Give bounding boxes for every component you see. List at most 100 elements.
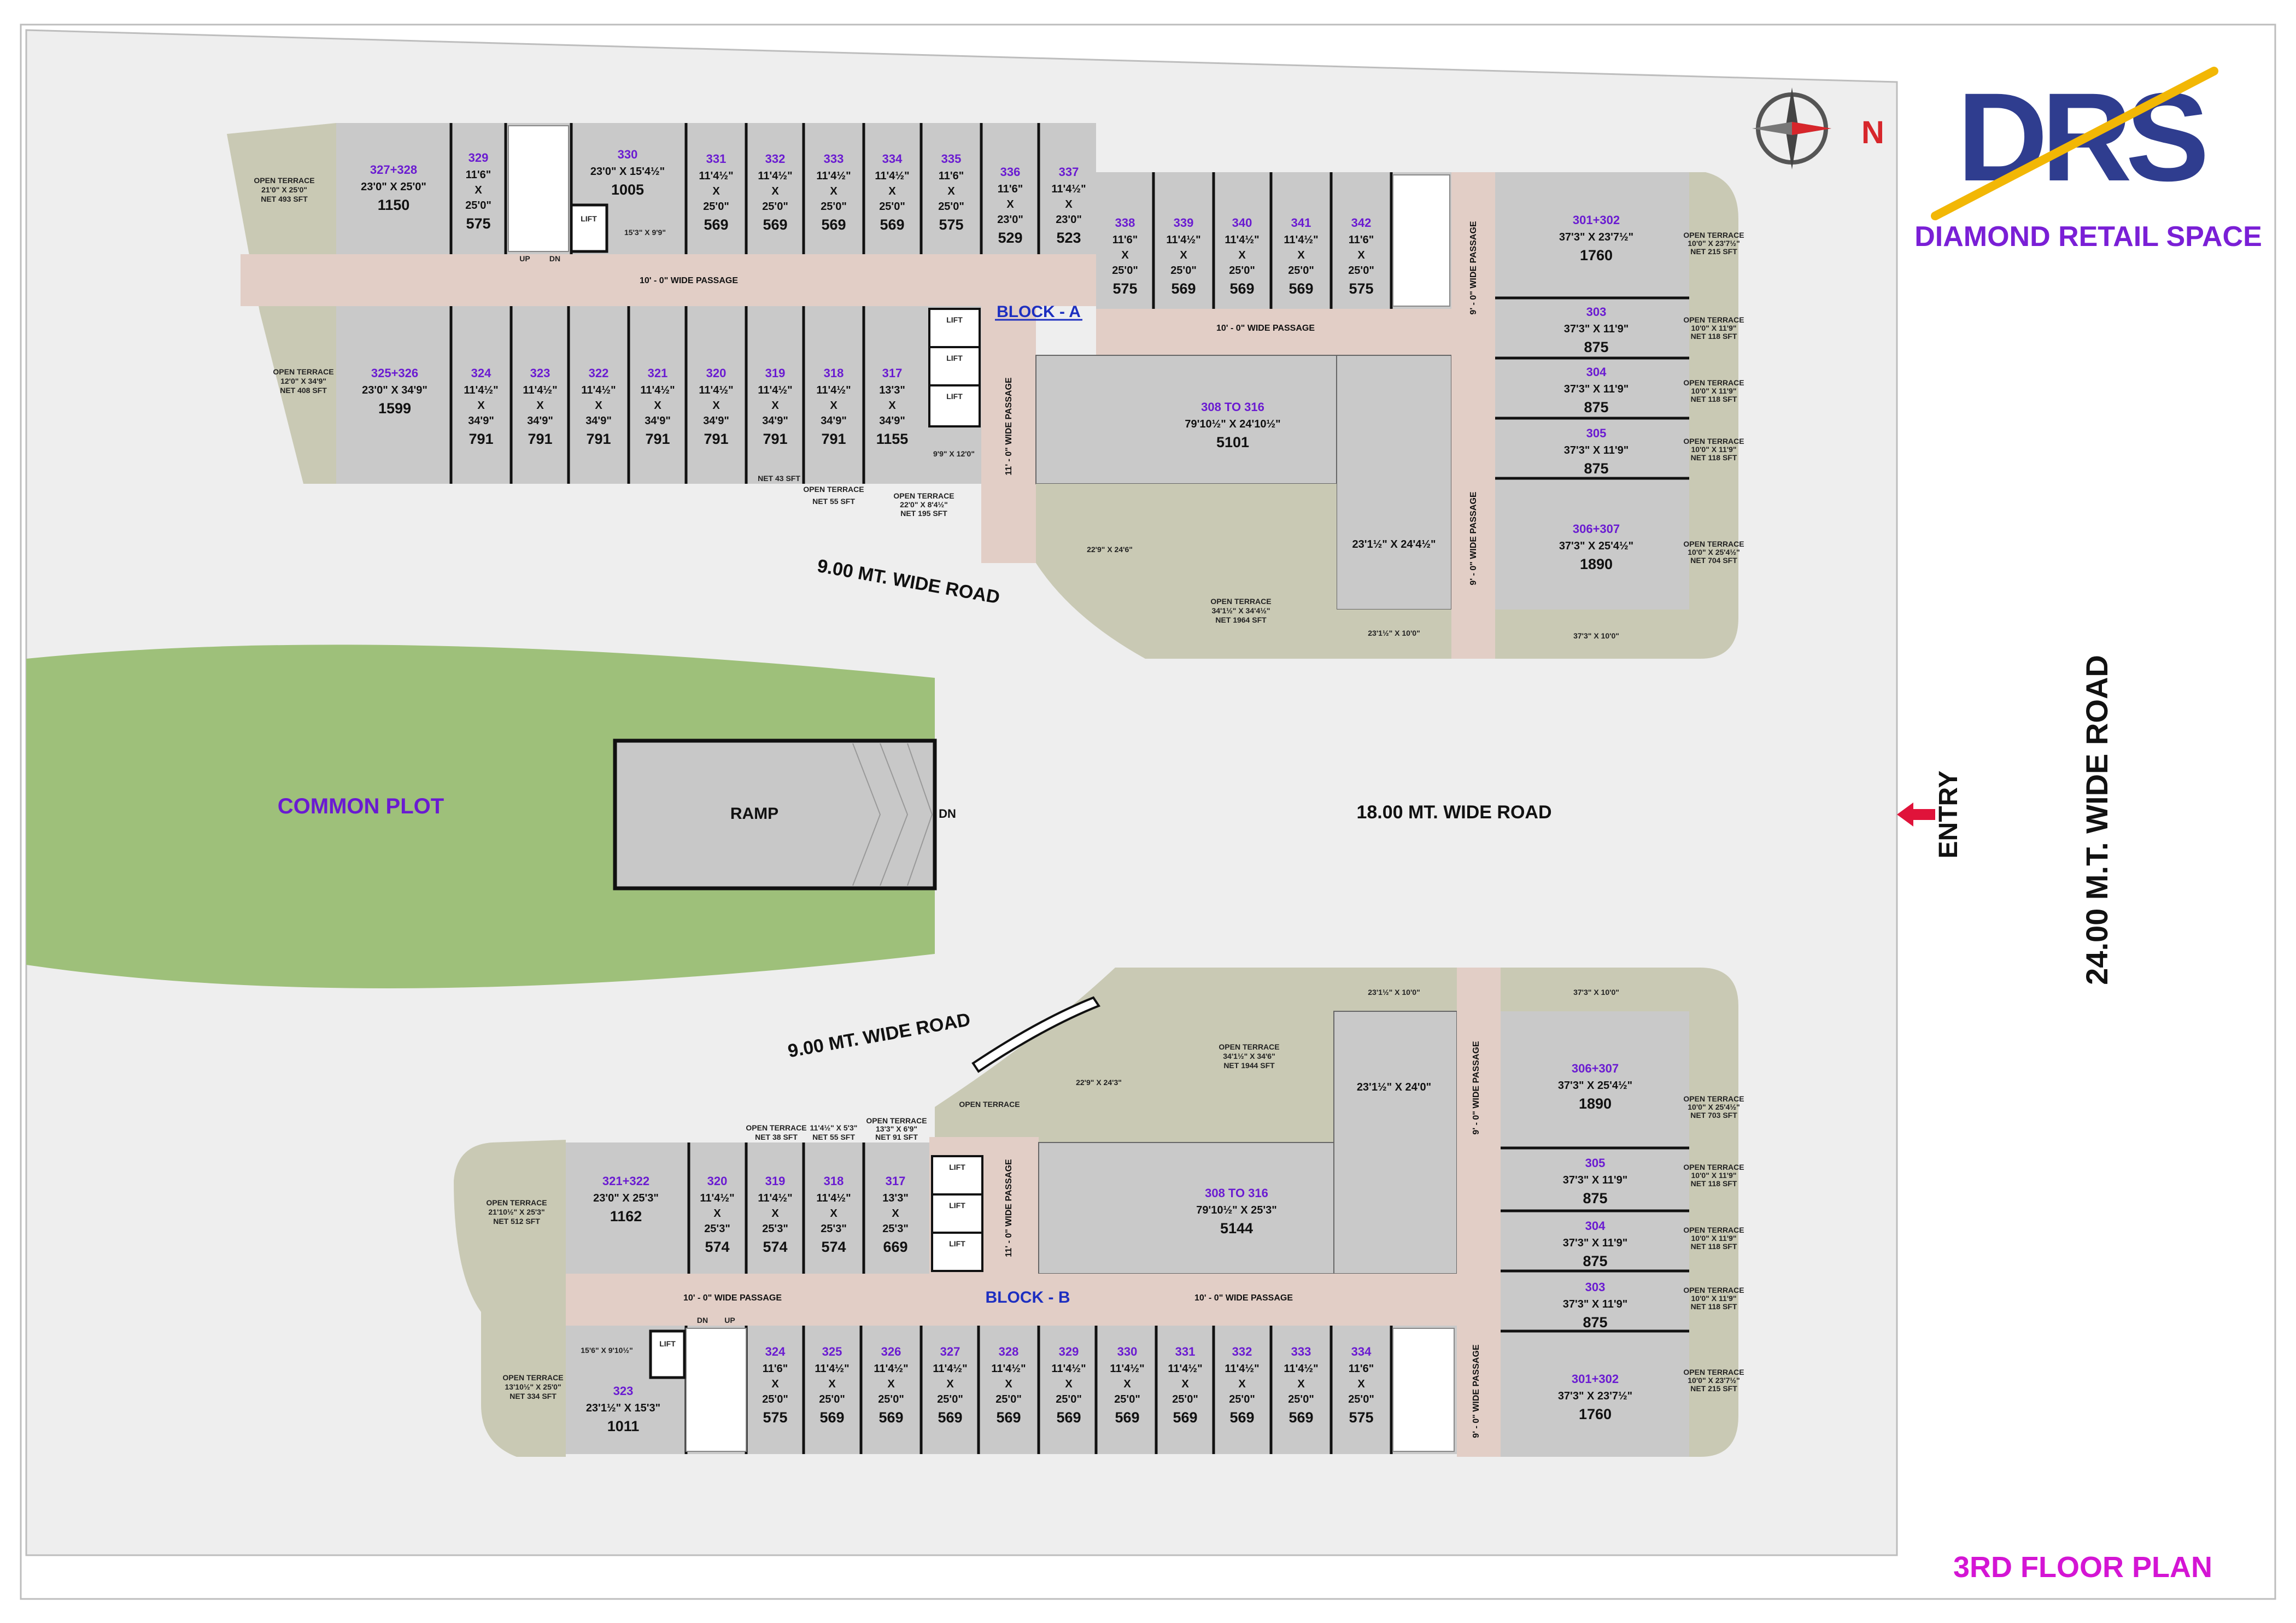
block-a-unit-308-316-number: 308 TO 316 [1201, 400, 1264, 414]
block-b-unit-319-depth: 25'3" [762, 1223, 788, 1235]
block-a-unit-340-width: 11'4½" [1225, 234, 1259, 246]
a-dim-core-bottom: 23'1½" X 10'0" [1368, 629, 1420, 637]
block-b-unit-330-width: 11'4½" [1110, 1363, 1144, 1375]
block-a-right-passage [1451, 172, 1495, 659]
block-b-passage-right-label: 10' - 0" WIDE PASSAGE [1194, 1293, 1293, 1303]
block-b-lift-1: LIFT [949, 1163, 965, 1171]
b-dim-core-top: 23'1½" X 10'0" [1368, 988, 1420, 997]
block-a-unit-330-number: 330 [618, 148, 638, 161]
block-a-unit-340-area: 569 [1229, 280, 1254, 297]
block-a-right-terrace-3-1: 10'0" X 11'9" [1691, 445, 1737, 454]
block-a-unit-304-area: 875 [1584, 399, 1608, 415]
block-a-unit-329-width: 11'6" [466, 169, 491, 181]
block-a-unit-331-x: X [712, 185, 720, 197]
block-a-unit-306+307-size: 37'3" X 25'4½" [1559, 540, 1633, 552]
block-b-unit-331-area: 569 [1173, 1409, 1197, 1426]
block-a-lift-small [570, 203, 608, 253]
block-a-unit-318-depth: 34'9" [821, 415, 847, 427]
block-a-unit-320-x: X [712, 400, 720, 412]
block-a-right-terrace-1-1: 10'0" X 11'9" [1691, 324, 1737, 332]
block-a-unit-336-x: X [1006, 198, 1014, 210]
block-a-unit-321-width: 11'4½" [640, 384, 675, 396]
block-b-unit-319-x: X [771, 1208, 779, 1220]
block-a-unit-319-x: X [771, 400, 779, 412]
block-a-unit-324-width: 11'4½" [464, 384, 498, 396]
block-b-unit-333-depth: 25'0" [1288, 1393, 1314, 1405]
block-a-unit-341-x: X [1297, 249, 1305, 261]
block-b-unit-323-area: 1011 [607, 1418, 640, 1434]
block-b-unit-318-number: 318 [824, 1174, 844, 1188]
block-a-lift-3: LIFT [946, 392, 963, 401]
block-a-unit-342-number: 342 [1351, 216, 1372, 230]
block-b-right-terrace-0-2: NET 703 SFT [1690, 1111, 1737, 1120]
block-a-unit-325+326-number: 325+326 [371, 366, 418, 380]
block-b-open-terrace-label: OPEN TERRACE [959, 1100, 1020, 1109]
a-small-terrace-3c: NET 195 SFT [900, 509, 947, 518]
block-b-unit-332-depth: 25'0" [1229, 1393, 1255, 1405]
block-b-unit-329-x: X [1065, 1378, 1073, 1390]
block-a-unit-323-area: 791 [528, 431, 552, 447]
block-a-unit-327+328-number: 327+328 [370, 163, 417, 177]
block-a-lifts [928, 308, 981, 427]
block-b-unit-318-width: 11'4½" [816, 1192, 851, 1204]
block-b-lift-small-label: LIFT [659, 1339, 676, 1348]
block-b-unit-325-width: 11'4½" [815, 1363, 849, 1375]
block-b-unit-318-area: 574 [821, 1239, 846, 1255]
block-a-unit-336-depth: 23'0" [997, 214, 1023, 226]
block-a-unit-339-x: X [1180, 249, 1187, 261]
block-a-unit-339-number: 339 [1174, 216, 1194, 230]
b-big-terrace-2: 34'1½" X 34'6" [1223, 1052, 1275, 1060]
block-a-unit-338-number: 338 [1115, 216, 1135, 230]
block-b-unit-326-number: 326 [881, 1345, 901, 1358]
a-left-terrace-top-2: 21'0" X 25'0" [261, 185, 307, 194]
block-b-unit-326-x: X [887, 1378, 895, 1390]
block-b-unit-308-316-area: 5144 [1220, 1220, 1253, 1237]
block-a-unit-337-number: 337 [1059, 165, 1079, 179]
block-b-unit-327-depth: 25'0" [937, 1393, 963, 1405]
block-b-unit-329-width: 11'4½" [1051, 1363, 1086, 1375]
a-dim-core: 23'1½" X 24'4½" [1352, 538, 1436, 550]
block-a-unit-305-area: 875 [1584, 460, 1608, 477]
block-a-unit-327+328-size: 23'0" X 25'0" [361, 181, 426, 193]
block-b-unit-334-width: 11'6" [1349, 1363, 1374, 1375]
block-a-vertical-passage [981, 306, 1036, 563]
block-a-right-terrace [1495, 172, 1738, 659]
block-b-unit-333-width: 11'4½" [1284, 1363, 1318, 1375]
block-a-unit-332-width: 11'4½" [758, 170, 792, 182]
block-b-unit-331-x: X [1181, 1378, 1189, 1390]
block-a-unit-321-x: X [654, 400, 661, 412]
b-dim-core: 23'1½" X 24'0" [1357, 1081, 1431, 1093]
block-a-unit-329-area: 575 [466, 215, 490, 232]
block-a-stair-dn: DN [549, 254, 560, 263]
block-a-unit-332-number: 332 [765, 152, 786, 166]
block-a-right-terrace-0-2: NET 215 SFT [1690, 247, 1737, 256]
block-a-unit-342-area: 575 [1349, 280, 1373, 297]
block-a-unit-303-number: 303 [1586, 305, 1607, 319]
block-a-unit-333-width: 11'4½" [816, 170, 851, 182]
block-a-passage-mid-label: 10' - 0" WIDE PASSAGE [1216, 324, 1315, 333]
block-a-unit-324-depth: 34'9" [468, 415, 494, 427]
block-b-stair-up: UP [724, 1316, 735, 1325]
compass-icon [1752, 87, 1831, 169]
block-b-unit-305-number: 305 [1585, 1156, 1606, 1170]
block-b-passage-right-top-label: 9' - 0" WIDE PASSAGE [1472, 1041, 1481, 1134]
block-b-stair-right [1392, 1328, 1455, 1452]
block-a-unit-318-x: X [830, 400, 837, 412]
block-a-top-row [336, 123, 1096, 254]
block-a-unit-329-x: X [475, 184, 482, 196]
block-b-unit-308-316-number: 308 TO 316 [1205, 1186, 1268, 1200]
ramp [613, 739, 937, 890]
block-a-unit-332-area: 569 [763, 216, 787, 233]
b-dim-right-top: 37'3" X 10'0" [1573, 988, 1619, 997]
block-b-dim-lobby: 15'6" X 9'10½" [581, 1346, 632, 1355]
block-a-unit-333-number: 333 [824, 152, 844, 166]
b-big-terrace-1: OPEN TERRACE [1219, 1042, 1279, 1051]
block-a-unit-321-depth: 34'9" [645, 415, 671, 427]
b-small-terrace-2: 11'4½" X 5'3" [810, 1123, 858, 1132]
block-b-unit-325-depth: 25'0" [819, 1393, 845, 1405]
block-a-unit-318-area: 791 [821, 431, 846, 447]
a-small-terrace-1: NET 43 SFT [758, 474, 800, 483]
block-b-unit-318-depth: 25'3" [821, 1223, 847, 1235]
block-b-right-terrace-3-0: OPEN TERRACE [1683, 1286, 1744, 1294]
